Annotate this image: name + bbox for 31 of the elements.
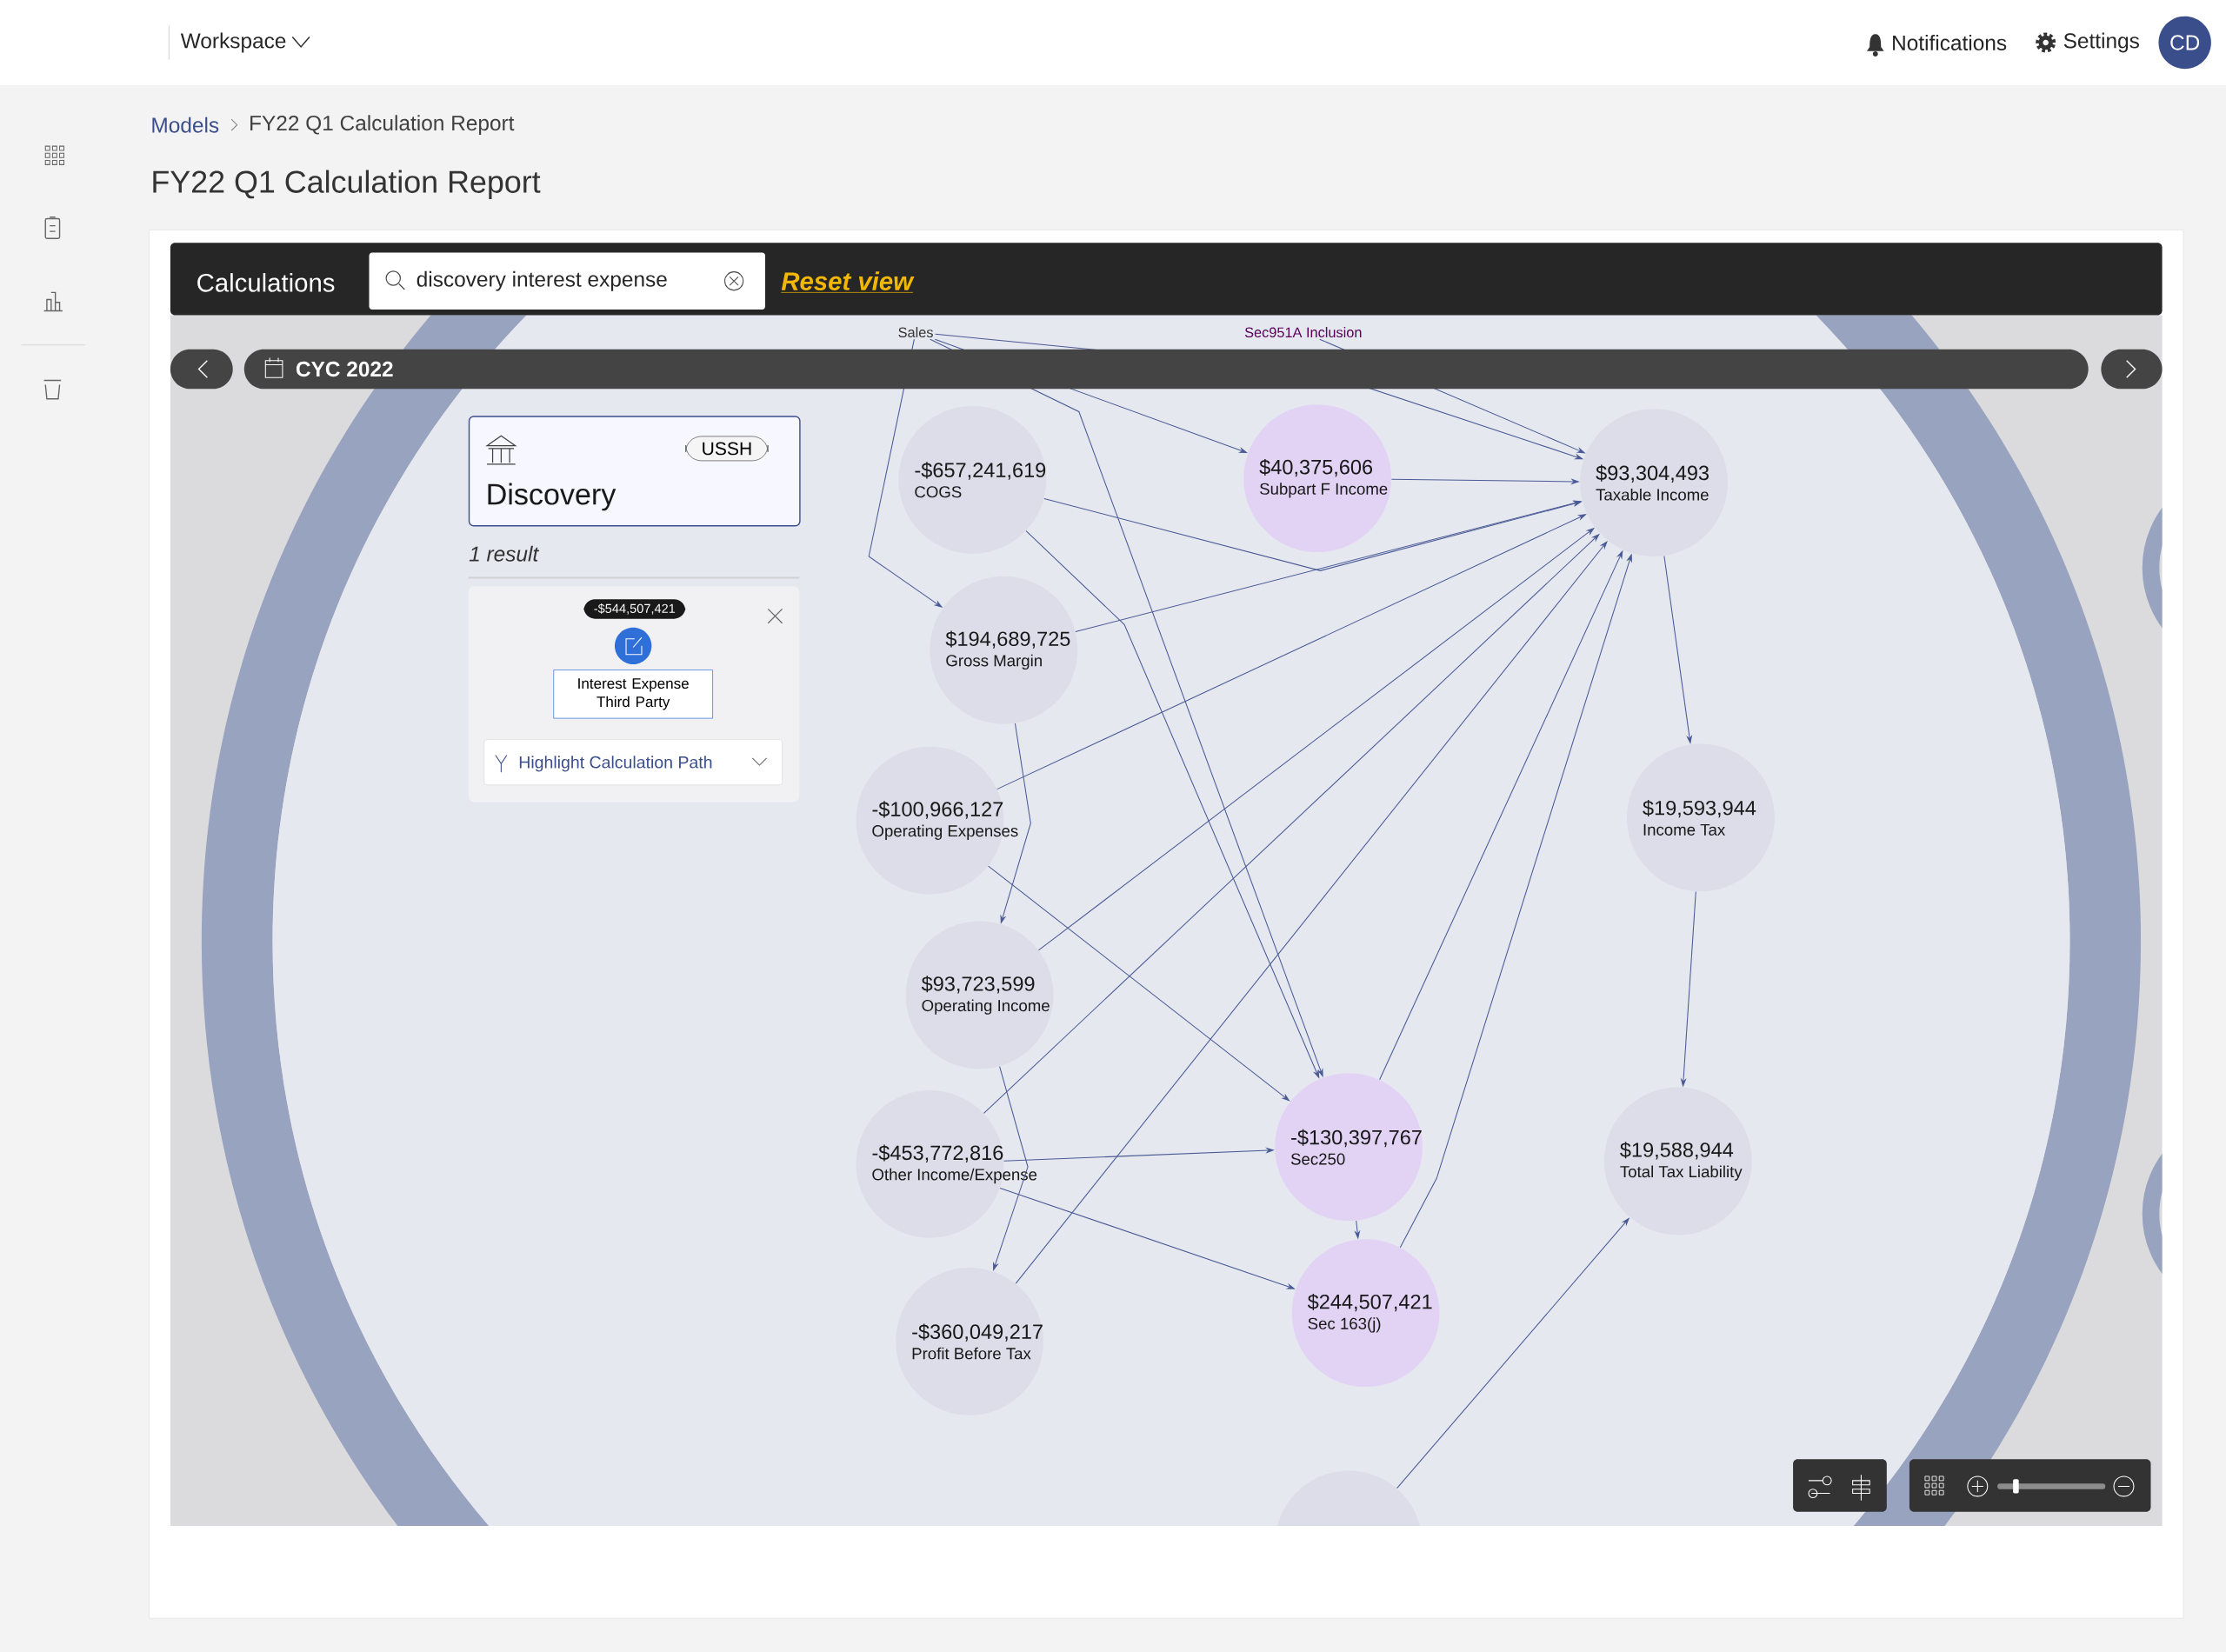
breadcrumb-link: Models bbox=[152, 117, 219, 133]
search-field: discovery interest expense bbox=[369, 252, 765, 310]
breadcrumb-text: FY22 Q1 Calculation Report bbox=[250, 115, 515, 135]
calculation-node: -$100,966,127 Operating Expenses bbox=[856, 746, 1018, 895]
page-title: FY22 Q1 Calculation Report bbox=[153, 170, 541, 199]
dropdown: Highlight Calculation Path bbox=[483, 739, 783, 785]
node-label: Sec951A Inclusion bbox=[1244, 326, 1362, 337]
calculation-node: $19,593,944 Income Tax bbox=[1627, 743, 1775, 892]
menu-link: Settings bbox=[2063, 32, 2139, 53]
calculation-node: -$130,397,767 Sec250 bbox=[1275, 1073, 1423, 1221]
calculation-node bbox=[1275, 1470, 1423, 1526]
calculation-node: $194,689,725 Gross Margin bbox=[930, 576, 1078, 724]
arrow bbox=[983, 533, 1600, 1114]
calculation-node: $93,304,493 Taxable Income bbox=[1580, 409, 1728, 556]
reset-link: Reset view bbox=[780, 271, 915, 293]
result-box: Interest Expense Third Party bbox=[553, 669, 713, 719]
calculation-node: -$657,241,619 COGS bbox=[898, 405, 1047, 554]
menu-link: Workspace bbox=[180, 32, 286, 53]
calculation-node: $244,507,421 Sec 163(j) bbox=[1291, 1239, 1440, 1387]
calculation-node: $19,588,944 Total Tax Liability bbox=[1603, 1087, 1752, 1236]
toolbar-title: Calculations bbox=[197, 272, 335, 292]
calculation-node: -$360,049,217 Profit Before Tax bbox=[896, 1267, 1043, 1416]
calculation-node: $40,375,606 Subpart F Income bbox=[1243, 404, 1391, 552]
calculation-node: $93,723,599 Operating Income bbox=[905, 921, 1054, 1069]
calculation-node: -$453,772,816 Other Income/Expense bbox=[856, 1089, 1037, 1238]
card-title: Discovery bbox=[488, 483, 616, 511]
date-bar: CYC 2022 bbox=[243, 349, 2089, 390]
menu-link: Notifications bbox=[1893, 34, 2007, 50]
result-count: 1 result bbox=[469, 545, 540, 562]
tag-pill: USSH bbox=[685, 436, 769, 462]
node-label: Sales bbox=[898, 326, 933, 337]
